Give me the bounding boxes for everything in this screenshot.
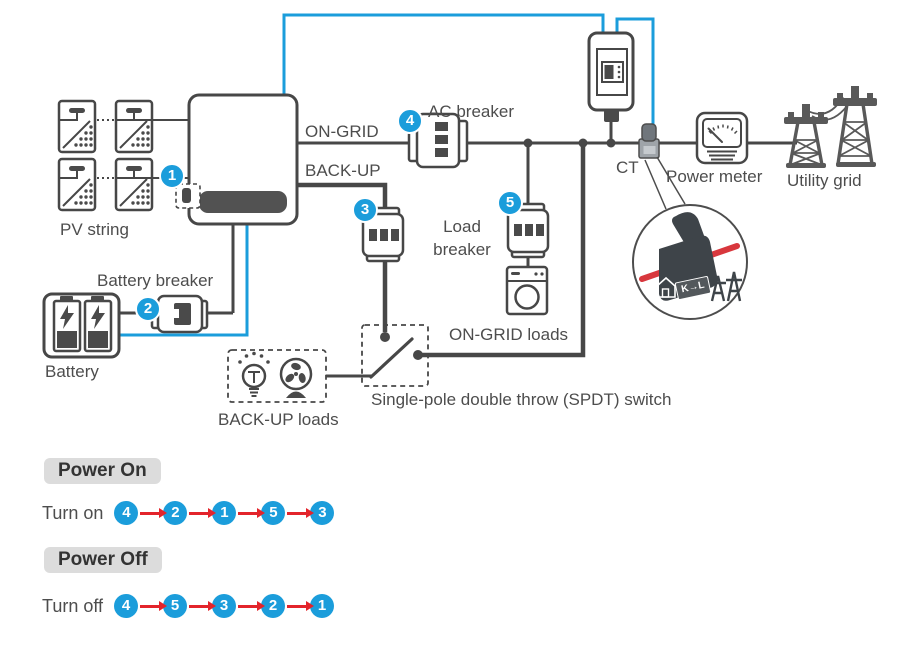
- spdt-right-contact: [413, 350, 423, 360]
- spdt-top-contact: [380, 332, 390, 342]
- battery-icon: [42, 292, 121, 359]
- back-up-wire: [297, 182, 388, 332]
- power-on-pill: Power On: [44, 458, 161, 484]
- grid-towers-mini-icon: [710, 271, 742, 302]
- spdt-blade: [369, 337, 414, 379]
- seq-badge: 4: [114, 501, 139, 525]
- load-breaker-label-line1: Load: [443, 217, 481, 236]
- turn-off-label: Turn off: [42, 595, 104, 616]
- on-grid-loads-wire: [421, 143, 586, 358]
- battery-label: Battery: [45, 362, 99, 381]
- arrow-right-icon: [287, 507, 315, 518]
- spdt-box: [361, 324, 429, 387]
- arrow-right-icon: [140, 600, 168, 611]
- callout-leader: [644, 156, 686, 210]
- pv-panel-icon: [114, 99, 154, 154]
- seq-badge: 1: [212, 501, 237, 525]
- junction-dot: [578, 138, 588, 148]
- on-grid-port-label: ON-GRID: [305, 122, 379, 141]
- power-on-sequence: Turn on 4 2 1 5 3: [42, 501, 335, 525]
- seq-badge: 5: [261, 501, 286, 525]
- utility-grid-icon: [784, 86, 877, 168]
- badge-4: 4: [397, 108, 423, 134]
- seq-badge: 5: [163, 594, 188, 618]
- seq-badge: 2: [261, 594, 286, 618]
- pv-string-icon: [57, 99, 154, 212]
- backup-breaker-icon: [361, 206, 405, 263]
- seq-badge: 1: [310, 594, 335, 618]
- arrow-right-icon: [140, 507, 168, 518]
- comm-cable-battery: [118, 224, 249, 337]
- inverter-icon: [175, 93, 299, 226]
- on-grid-loads-label: ON-GRID loads: [449, 325, 569, 344]
- pv-panel-icon: [57, 157, 97, 212]
- arrow-right-icon: [238, 600, 266, 611]
- power-off-pill: Power Off: [44, 547, 162, 573]
- utility-grid-label: Utility grid: [787, 171, 862, 190]
- comm-cable-inverter-to-box: [282, 13, 605, 95]
- power-off-sequence: Turn off 4 5 3 2 1: [42, 594, 335, 618]
- washing-machine-icon: [505, 265, 549, 316]
- junction-dot: [523, 138, 533, 148]
- load-breaker-icon: [506, 202, 550, 259]
- ct-callout: [632, 156, 748, 320]
- house-icon: [656, 276, 676, 298]
- dc-switch-knob: [182, 188, 191, 203]
- arrow-right-icon: [189, 600, 217, 611]
- badge-1: 1: [159, 163, 185, 189]
- badge-2: 2: [135, 296, 161, 322]
- battery-breaker-icon: [150, 294, 209, 334]
- turn-on-label: Turn on: [42, 502, 104, 523]
- seq-badge: 3: [310, 501, 335, 525]
- pv-panel-icon: [57, 99, 97, 154]
- bulb-icon: [238, 351, 270, 397]
- seq-badge: 2: [163, 501, 188, 525]
- badge-3: 3: [352, 197, 378, 223]
- arrow-right-icon: [238, 507, 266, 518]
- backup-loads-icon: [227, 349, 327, 403]
- inverter-panel: [199, 191, 287, 213]
- backup-loads-box: [227, 349, 327, 403]
- pv-panel-icon: [114, 157, 154, 212]
- power-meter-icon: [695, 111, 749, 165]
- comm-cable-box-to-ct: [615, 17, 655, 132]
- spdt-label: Single-pole double throw (SPDT) switch: [371, 390, 672, 409]
- comm-cables: [118, 13, 655, 337]
- seq-badge: 4: [114, 594, 139, 618]
- back-up-port-label: BACK-UP: [305, 161, 381, 180]
- spdt-switch: [361, 324, 429, 387]
- back-up-loads-label: BACK-UP loads: [218, 410, 339, 429]
- arrow-right-icon: [189, 507, 217, 518]
- ct-icon: [638, 123, 660, 159]
- power-meter-label: Power meter: [666, 167, 763, 186]
- pv-string-label: PV string: [60, 220, 129, 239]
- battery-breaker-label: Battery breaker: [97, 271, 214, 290]
- seq-badge: 3: [212, 594, 237, 618]
- badge-5: 5: [497, 190, 523, 216]
- ac-breaker-label: AC breaker: [428, 102, 514, 121]
- load-breaker-label-line2: breaker: [433, 240, 491, 259]
- control-box-icon: [587, 31, 635, 122]
- fan-icon: [279, 357, 313, 398]
- arrow-right-icon: [287, 600, 315, 611]
- junction-dot: [606, 138, 616, 148]
- ct-label: CT: [616, 158, 639, 177]
- load-breaker-label: Load breaker: [427, 215, 497, 261]
